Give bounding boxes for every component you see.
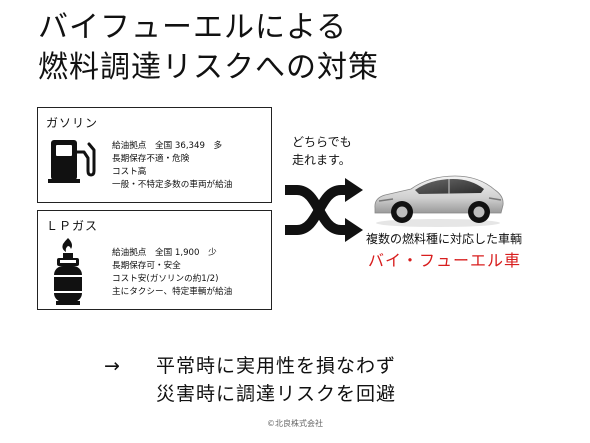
either-fuel-note-line-2: 走れます。	[292, 153, 351, 167]
conclusion-row-1: → 平常時に実用性を損なわず	[104, 352, 396, 380]
lpg-label: ＬＰガス	[46, 219, 99, 233]
conclusion-line-1: 平常時に実用性を損なわず	[156, 355, 397, 377]
conclusion-row-2: 災害時に調達リスクを回避	[104, 380, 396, 408]
lpg-info-box: ＬＰガス 給油拠点 全国 1,900 少 長期保存可・安全 コスト安(ガソリンの…	[37, 210, 272, 310]
switch-arrows-icon	[283, 176, 365, 250]
bi-fuel-vehicle-name: バイ・フューエル車	[368, 251, 522, 270]
lpg-fact: 給油拠点 全国 1,900 少	[112, 248, 217, 258]
lpg-fact: 長期保存可・安全	[112, 261, 181, 271]
gas-pump-icon	[48, 138, 100, 188]
gasoline-fact: 給油拠点 全国 36,349 多	[112, 141, 223, 151]
slide-title: バイフューエルによる 燃料調達リスクへの対策	[38, 8, 379, 88]
gasoline-info-box: ガソリン 給油拠点 全国 36,349 多 長期保存不適・危険 コスト高 一般・…	[37, 107, 272, 203]
gasoline-label: ガソリン	[46, 116, 99, 130]
conclusion: → 平常時に実用性を損なわず 災害時に調達リスクを回避	[104, 352, 396, 408]
copyright-notice: ©北良株式会社	[267, 419, 323, 428]
gasoline-fact: 長期保存不適・危険	[112, 154, 190, 164]
slide-title-line-1: バイフューエルによる	[38, 10, 348, 45]
right-arrow-icon: →	[104, 355, 121, 377]
gasoline-fact: 一般・不特定多数の車両が給油	[112, 180, 233, 190]
slide-title-line-2: 燃料調達リスクへの対策	[38, 50, 379, 85]
either-fuel-note: どちらでも 走れます。	[292, 133, 352, 169]
lpg-facts: 給油拠点 全国 1,900 少 長期保存可・安全 コスト安(ガソリンの約1/2)…	[112, 247, 232, 299]
gasoline-fact: コスト高	[112, 167, 147, 177]
lpg-fact: コスト安(ガソリンの約1/2)	[112, 274, 219, 284]
gasoline-facts: 給油拠点 全国 36,349 多 長期保存不適・危険 コスト高 一般・不特定多数…	[112, 140, 232, 192]
lpg-fact: 主にタクシー、特定車輌が給油	[112, 287, 233, 297]
car-icon	[371, 168, 506, 232]
gas-cylinder-icon	[48, 237, 88, 309]
either-fuel-note-line-1: どちらでも	[292, 135, 352, 149]
multi-fuel-vehicle-caption: 複数の燃料種に対応した車輌	[366, 232, 523, 246]
conclusion-line-2: 災害時に調達リスクを回避	[156, 383, 397, 405]
